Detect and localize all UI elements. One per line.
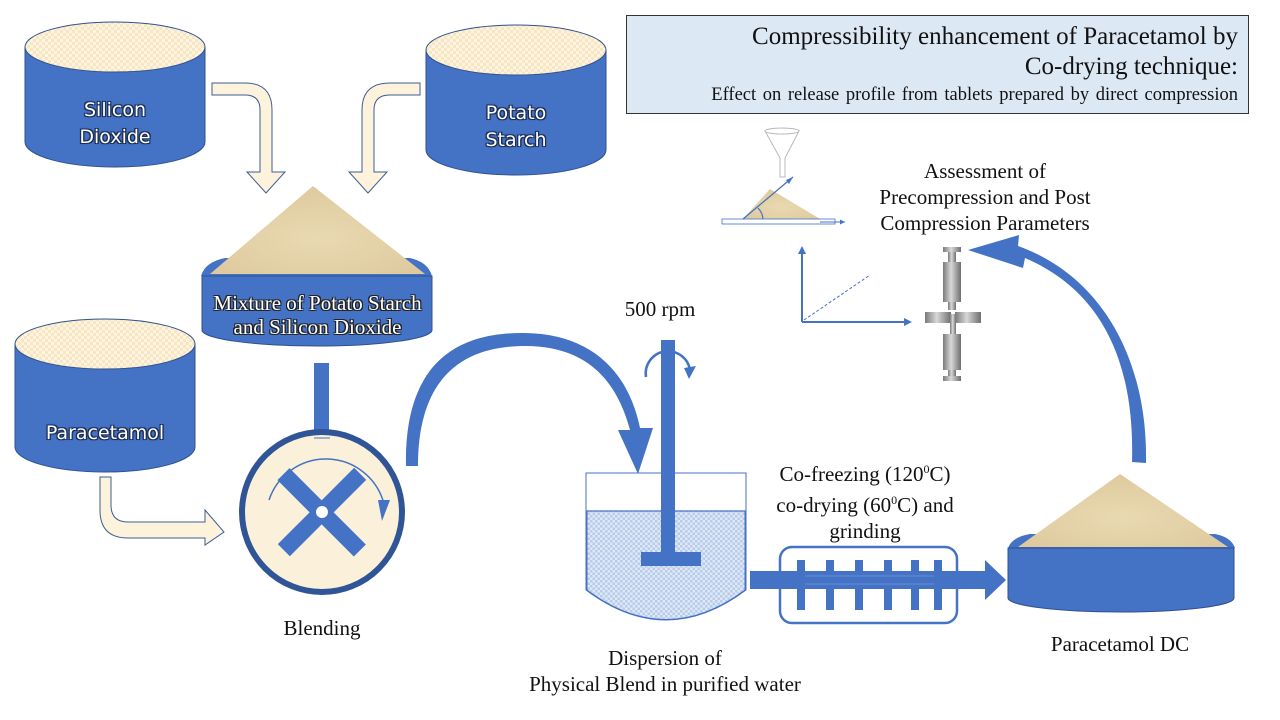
assessment-label-line3: Compression Parameters: [880, 211, 1090, 235]
paracetamol-label: Paracetamol: [45, 422, 165, 444]
assessment-label-line1: Assessment of: [924, 159, 1046, 183]
powder-heap: [210, 186, 425, 274]
process-arrow: [750, 560, 1006, 600]
assessment-label: Assessment of Precompression and Post Co…: [840, 158, 1130, 236]
potato-starch-label-line1: Potato: [485, 102, 547, 124]
stirrer-speed-label: 500 rpm: [624, 297, 696, 321]
blender-to-dispersion-arrow: [405, 332, 653, 474]
starch-to-mixture-arrow: [347, 82, 421, 194]
title-line-2: Co-drying technique:: [1024, 53, 1238, 80]
dc-to-assessment-arrow: [968, 235, 1147, 463]
paracetamol-dc-label: Paracetamol DC: [1050, 632, 1190, 656]
angle-of-repose-icon: [721, 176, 845, 225]
mixture-container: [201, 186, 433, 347]
blending-label: Blending: [283, 616, 361, 640]
paracetamol-drum: [14, 318, 196, 473]
silicon-dioxide-label-line1: Silicon: [83, 99, 146, 121]
graph-axes-icon: [798, 246, 912, 326]
potato-starch-label-line2: Starch: [485, 129, 547, 151]
mixture-label-line2: and Silicon Dioxide: [233, 315, 402, 339]
mixture-label-line1: Mixture of Potato Starch: [213, 291, 422, 315]
subtitle: Effect on release profile from tablets p…: [711, 85, 1238, 105]
title-box: Compressibility enhancement of Paracetam…: [626, 15, 1249, 114]
potato-starch-drum: [425, 24, 607, 176]
funnel-icon: [764, 127, 800, 178]
dispersion-label-line1: Dispersion of: [608, 646, 722, 670]
mixture-label: Mixture of Potato Starch and Silicon Dio…: [190, 291, 445, 339]
paracetamol-dc-container: [1007, 474, 1235, 613]
process-label: Co-freezing (1200C) co-drying (600C) and…: [745, 456, 985, 544]
silicon-to-mixture-arrow: [211, 82, 287, 194]
tablet-punch-icon: [925, 247, 981, 381]
silicon-dioxide-label-line2: Dioxide: [79, 126, 151, 148]
paracetamol-to-blender-arrow: [99, 476, 225, 546]
title-line-1: Compressibility enhancement of Paracetam…: [752, 23, 1238, 50]
dispersion-label-line2: Physical Blend in purified water: [529, 672, 801, 696]
silicon-dioxide-label: Silicon Dioxide: [25, 97, 205, 151]
blender-icon: [239, 429, 405, 595]
silicon-dioxide-drum: [24, 21, 206, 168]
process-label-line3: grinding: [829, 519, 901, 543]
assessment-label-line2: Precompression and Post: [879, 185, 1091, 209]
potato-starch-label: Potato Starch: [426, 100, 606, 154]
stirrer-icon: [641, 340, 701, 566]
powder-heap: [1018, 474, 1228, 547]
dispersion-label: Dispersion of Physical Blend in purified…: [480, 645, 850, 697]
process-label-line1: Co-freezing (1200C): [779, 462, 951, 486]
grinder-icon: [778, 545, 959, 625]
process-label-line2: co-drying (600C) and: [776, 493, 954, 517]
